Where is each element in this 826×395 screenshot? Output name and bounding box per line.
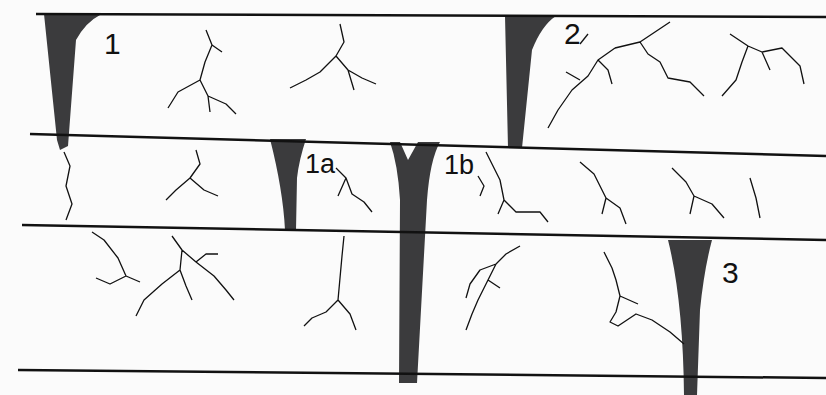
layer-line — [22, 225, 826, 240]
wedge — [44, 14, 100, 150]
layer-boundaries — [18, 14, 826, 378]
callout-number: 3 — [722, 258, 739, 288]
wedges — [44, 14, 712, 395]
callout-number: 1 — [104, 29, 121, 59]
layer-line — [30, 134, 826, 156]
layer-line — [18, 370, 826, 378]
layer-line — [36, 14, 826, 17]
cracks — [64, 22, 804, 344]
callout-number: 1a — [305, 151, 335, 178]
wedge — [270, 139, 306, 230]
callout-number: 2 — [564, 19, 581, 49]
wedge — [505, 16, 556, 148]
callout-number: 1b — [444, 152, 474, 179]
wedge — [390, 142, 440, 383]
wedge — [668, 240, 712, 395]
